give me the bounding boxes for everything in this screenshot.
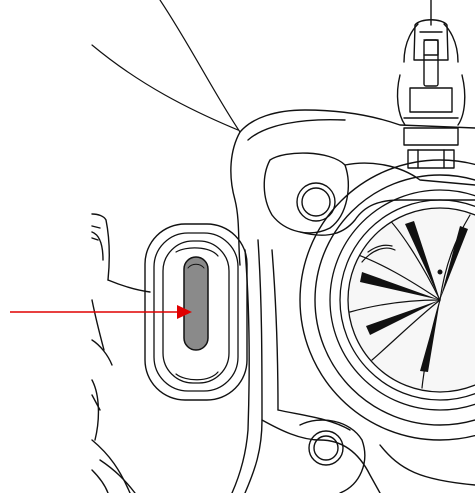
sensor-connector	[396, 0, 466, 169]
turbine-rotor	[299, 159, 475, 441]
housing-body	[91, 0, 475, 493]
left-housing-fragment	[91, 213, 151, 441]
access-port	[144, 223, 248, 401]
highlighted-slot	[183, 256, 209, 351]
callout-arrow	[10, 305, 192, 319]
